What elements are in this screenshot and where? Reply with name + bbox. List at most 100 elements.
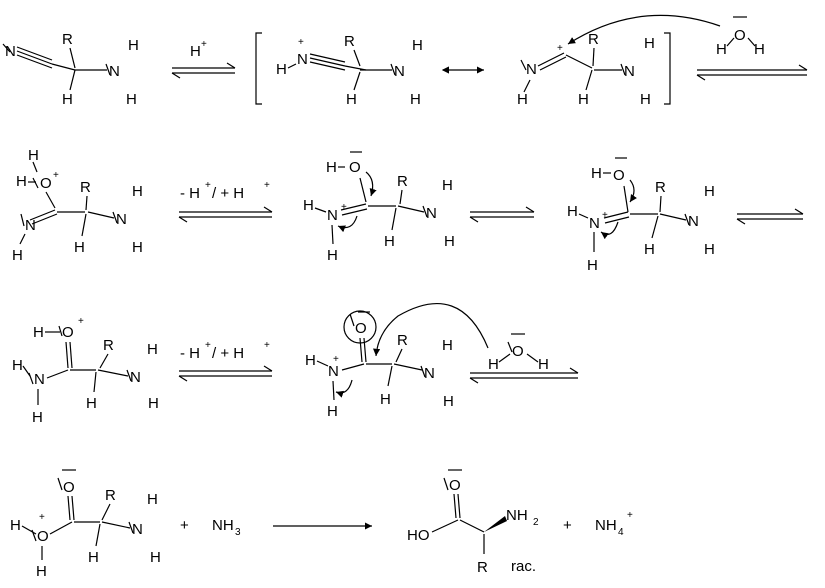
h-atom: H [128, 37, 139, 54]
bond-c-h [81, 213, 87, 237]
h-atom: H [380, 391, 391, 408]
condition-plus: + [205, 340, 211, 351]
forward-arrow-head [226, 62, 236, 69]
bond-c-n [393, 363, 423, 371]
h-atom: H [327, 403, 338, 420]
h-atom: H [33, 324, 44, 341]
bracket-right [664, 32, 671, 105]
h-atom: H [88, 549, 99, 566]
protonated-acid: O H + O H R H N H H [10, 469, 161, 580]
lone-pair-bar [58, 325, 63, 337]
bond-n-h [19, 233, 26, 245]
lone-pair-bar [390, 63, 396, 76]
double-bond-2 [69, 341, 73, 369]
attack-curved-arrow [373, 302, 489, 357]
triple-bond-1 [16, 46, 53, 61]
bond-n-h [332, 380, 335, 401]
amine-n: N [109, 63, 120, 80]
lone-pair-bar [28, 372, 34, 385]
double-bond-1 [359, 337, 363, 363]
h-atom: H [12, 357, 23, 374]
h-atom: H [132, 239, 143, 256]
plus-charge: + [602, 210, 608, 221]
ammonium-n: N [327, 207, 338, 224]
double-bond-1 [603, 211, 629, 219]
bond-n-h [523, 79, 531, 93]
lone-pair-bar [620, 63, 626, 76]
oxonium-o: O [62, 324, 74, 341]
equilibrium-arrow-5 [736, 208, 804, 225]
bond-c-n [87, 211, 115, 219]
bond-o-c [45, 191, 56, 209]
bond-n-c [341, 363, 365, 371]
double-bond-2 [71, 495, 75, 521]
push-curved-arrow [365, 171, 377, 197]
bond-c-c [51, 63, 76, 71]
r-group: R [477, 559, 488, 576]
lone-pair-bar [520, 59, 527, 71]
amine-n: N [130, 369, 141, 386]
h-atom: H [150, 549, 161, 566]
lone-pair-bar [422, 205, 428, 218]
hydroxy-o: O [349, 159, 361, 176]
h-atom: H [28, 147, 39, 164]
double-bond-1 [340, 203, 367, 211]
h-atom: H [326, 159, 337, 176]
bond-c-n [97, 369, 129, 377]
equilibrium-arrow-3: - H + / + H + [178, 180, 273, 223]
r-group: R [655, 179, 666, 196]
bond-o-h [747, 37, 756, 47]
plus-charge: + [39, 512, 45, 523]
water-nucleophile-2: O H H [488, 333, 549, 373]
oxonium-imidate: H H O + N H R H N H H [12, 147, 143, 264]
h-atom: H [126, 91, 137, 108]
water-o: O [512, 343, 524, 360]
push-curved-arrow [337, 215, 358, 233]
plus-operator: + [563, 517, 572, 534]
bond-h-n [578, 213, 589, 219]
double-bond-2 [31, 213, 58, 225]
h-atom: H [591, 165, 602, 182]
bond-c-c [344, 65, 367, 71]
forward-arrow-head [569, 367, 579, 374]
reverse-arrow-head [171, 72, 181, 79]
reverse-arrow-head [469, 216, 479, 223]
nitrilium-ion: + H N R H N H H [276, 33, 423, 108]
h-atom: H [443, 393, 454, 410]
carbonyl-o: O [449, 477, 461, 494]
plus-charge: + [341, 202, 347, 213]
equilibrium-arrow-1: H + [171, 39, 236, 79]
ammonium-label: NH [595, 517, 617, 534]
ammonia-label: NH [212, 517, 234, 534]
r-group: R [344, 33, 355, 50]
lone-pair-bar [443, 477, 449, 491]
push-curved-arrow [600, 221, 619, 240]
forward-arrow-head [798, 64, 808, 71]
r-group: R [397, 173, 408, 190]
water-o: O [734, 27, 746, 44]
bond-c-c [459, 519, 485, 533]
double-bond-2 [341, 208, 368, 216]
h-atom: H [640, 91, 651, 108]
imine-n: N [526, 61, 537, 78]
h-atom: H [327, 247, 338, 264]
h-atom: H [444, 233, 455, 250]
h-atom: H [704, 241, 715, 258]
h-atom: H [587, 257, 598, 274]
triple-bond-1 [309, 53, 346, 63]
bond-h-o [21, 525, 37, 535]
bond-c-h [391, 207, 397, 231]
aminonitrile: N R H N H H [2, 31, 139, 108]
lone-pair-bar [684, 213, 690, 226]
carbonyl-o: O [355, 320, 367, 337]
h-atom: H [538, 356, 549, 373]
plus-charge: + [78, 316, 84, 327]
bond-c-r [395, 348, 403, 363]
bond-c-r [101, 503, 111, 521]
h-atom: H [74, 239, 85, 256]
amide-n: N [34, 371, 45, 388]
plus-charge: + [53, 170, 59, 181]
bond-c-h [585, 69, 593, 91]
double-bond-1 [65, 341, 69, 369]
r-group: R [62, 31, 73, 48]
